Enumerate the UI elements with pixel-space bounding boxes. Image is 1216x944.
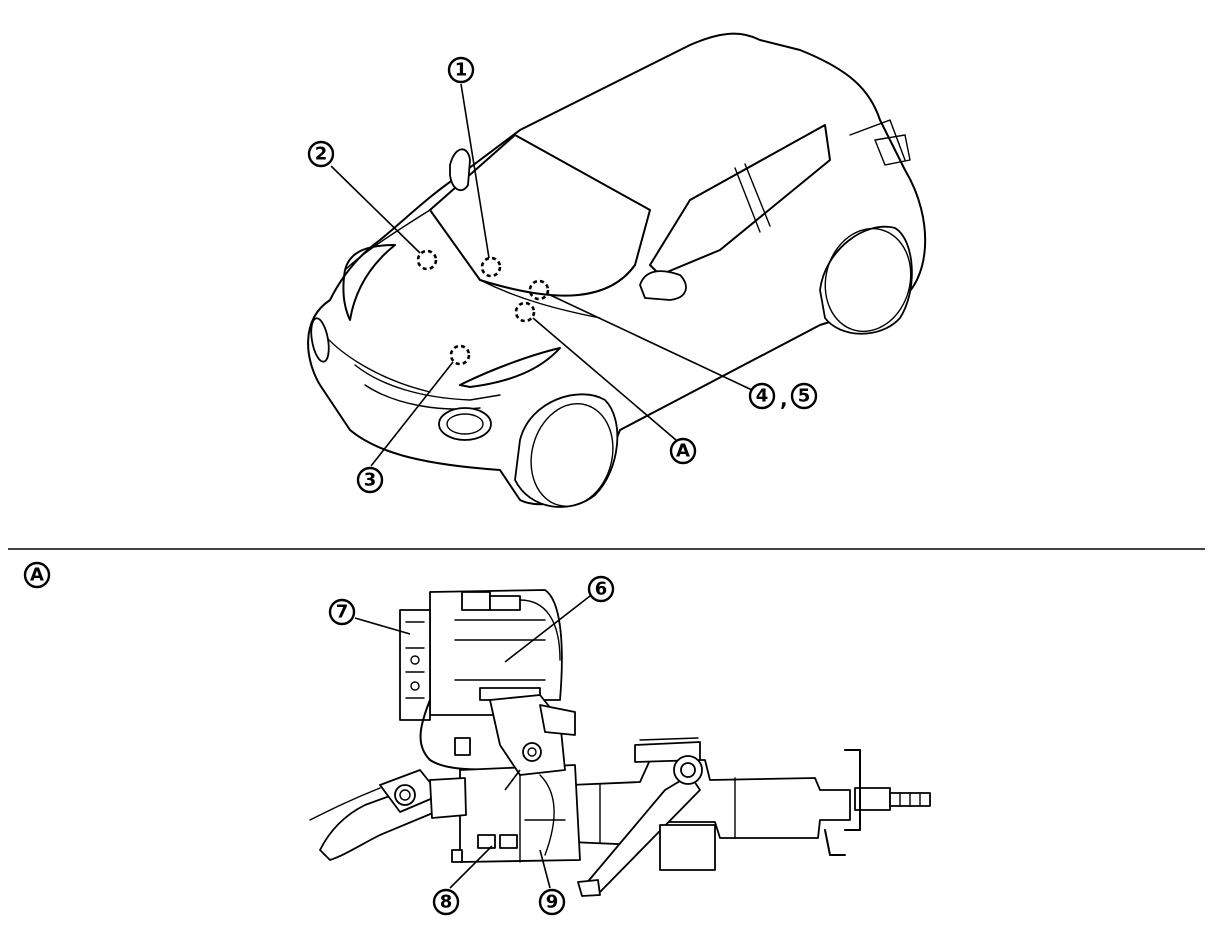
callout-9: 9 — [538, 888, 566, 916]
callout-6: 6 — [587, 575, 615, 603]
callout-8-label: 8 — [440, 892, 453, 913]
location-marker-4-5 — [528, 279, 550, 301]
callout-4-label: 4 — [756, 386, 769, 407]
callout-5-label: 5 — [798, 386, 811, 407]
callout-A: A — [669, 437, 697, 465]
callout-6-label: 6 — [595, 579, 608, 600]
vehicle-drawing — [307, 32, 927, 508]
callout-9-label: 9 — [546, 892, 559, 913]
callout-separator: , — [780, 387, 788, 411]
callout-5: 5 — [790, 382, 818, 410]
callout-8: 8 — [432, 888, 460, 916]
callout-A-label: A — [676, 441, 690, 462]
callout-7-label: 7 — [336, 602, 349, 623]
callout-2: 2 — [307, 140, 335, 168]
callout-2-label: 2 — [315, 144, 328, 165]
callout-4: 4 — [748, 382, 776, 410]
view-A-label-text: A — [30, 565, 44, 586]
detail-leader-lines — [354, 595, 591, 889]
steering-column-drawing — [309, 589, 931, 897]
callout-3: 3 — [356, 466, 384, 494]
location-marker-3 — [449, 344, 471, 366]
view-A-label: A — [23, 561, 51, 589]
location-marker-2 — [416, 249, 438, 271]
callout-1: 1 — [447, 56, 475, 84]
vehicle-leader-lines — [330, 83, 753, 467]
callout-1-label: 1 — [455, 60, 468, 81]
callout-3-label: 3 — [364, 470, 377, 491]
location-marker-A — [514, 301, 536, 323]
location-marker-1 — [480, 256, 502, 278]
callout-7: 7 — [328, 598, 356, 626]
